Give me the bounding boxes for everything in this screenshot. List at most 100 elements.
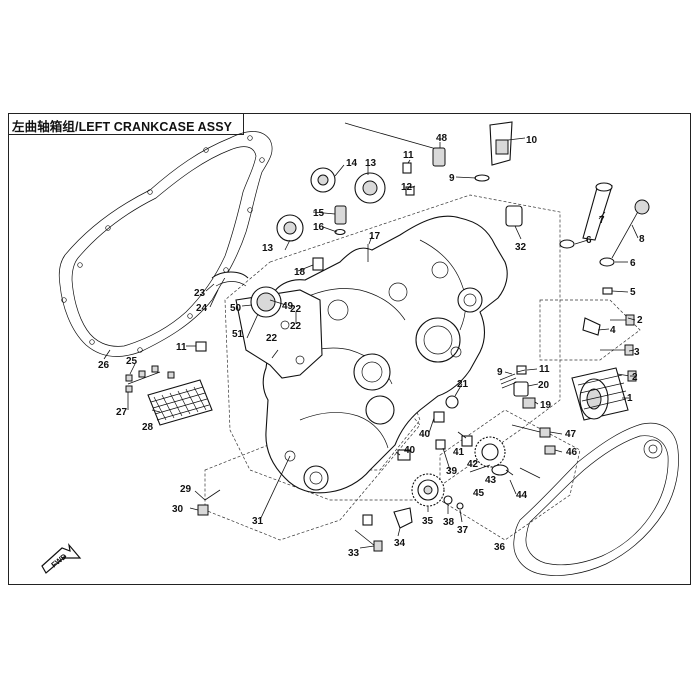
gasket-hole (61, 297, 67, 303)
cover-gasket-36-inner (525, 435, 669, 566)
callout-20: 20 (538, 380, 550, 391)
callout-33: 33 (348, 548, 360, 559)
bolt-29 (204, 489, 221, 501)
strainer-knob-8 (634, 199, 650, 215)
callout-16: 16 (313, 222, 325, 233)
crankcase-rib (299, 412, 389, 449)
callout-15: 15 (313, 208, 325, 219)
crankcase-bore-inner (361, 361, 383, 383)
gasket-hole (247, 207, 253, 213)
gasket-hole (203, 147, 209, 153)
crankcase-bore (353, 353, 391, 391)
assembly-outline (439, 409, 581, 541)
callout-2b: 2 (632, 372, 638, 383)
crankcase-rib (299, 288, 406, 321)
crankcase-boss (431, 261, 449, 279)
screw-bar-27 (127, 371, 161, 385)
callout-11b: 11 (176, 342, 187, 353)
callout-28: 28 (142, 422, 154, 433)
washer-38 (443, 495, 453, 505)
gasket-hole (187, 313, 193, 319)
gear-35 (411, 473, 445, 507)
callout-3: 3 (634, 347, 640, 358)
callout-30: 30 (172, 504, 184, 515)
callout-9a: 9 (449, 173, 455, 184)
title-box: 左曲轴箱组/LEFT CRANKCASE ASSY (8, 113, 244, 135)
strainer-sleeve-7 (582, 185, 613, 241)
dowel-33 (362, 514, 373, 526)
oil-filter-1 (571, 367, 629, 421)
bolt-5 (602, 287, 613, 295)
crankcase-bore (415, 317, 461, 363)
crankcase-bore (457, 287, 483, 313)
callout-13a: 13 (365, 158, 377, 169)
gasket-hole (105, 225, 111, 231)
screen-filter-28 (147, 379, 213, 426)
gasket-hole (89, 339, 95, 345)
cover-gasket-36 (513, 422, 679, 576)
callout-24: 24 (196, 303, 208, 314)
bearing-13-upper (354, 172, 386, 204)
callout-27: 27 (116, 407, 128, 418)
spring-9 (499, 373, 518, 389)
callout-23: 23 (194, 288, 206, 299)
callout-35: 35 (422, 516, 434, 527)
callout-36: 36 (494, 542, 506, 553)
callout-13b: 13 (262, 243, 274, 254)
pin-18 (312, 257, 324, 271)
callout-39: 39 (446, 466, 458, 477)
dipstick-rod (344, 122, 441, 151)
dowel-11-left (195, 341, 207, 352)
cap-32 (505, 205, 523, 227)
callout-37: 37 (457, 525, 469, 536)
diagram-frame (8, 113, 691, 585)
callout-22c: 22 (266, 333, 278, 344)
callout-48: 48 (436, 133, 448, 144)
callout-6a: 6 (586, 235, 592, 246)
bolt-2-upper-head (625, 314, 635, 326)
strainer-rod-8 (611, 207, 641, 259)
crankcase-boss (284, 450, 296, 462)
callout-7: 7 (599, 215, 605, 226)
crankcase-bore (303, 465, 329, 491)
callout-40b: 40 (404, 445, 416, 456)
bracket-34 (393, 507, 413, 529)
plate-hole (295, 355, 305, 365)
shaft-44 (519, 467, 541, 479)
callout-labels: 1 2 2 3 4 5 6 6 7 8 9 9 10 11 11 11 12 1… (98, 133, 645, 559)
gasket-hole (259, 157, 265, 163)
thrust-24 (215, 281, 247, 287)
assembly-outline (539, 299, 641, 361)
fitting-4 (582, 317, 601, 336)
callout-42: 42 (467, 459, 479, 470)
crankcase-bore-inner (309, 471, 323, 485)
gasket-boss (648, 444, 658, 454)
bearing-13-lower (276, 214, 304, 242)
callout-44: 44 (516, 490, 528, 501)
callout-9b: 9 (497, 367, 503, 378)
bolt-3-head (624, 344, 634, 356)
callout-40a: 40 (419, 429, 431, 440)
crankcase-body-31 (262, 215, 508, 494)
bolt-47-head (539, 427, 551, 438)
bolt-47 (511, 424, 541, 433)
callout-34: 34 (394, 538, 406, 549)
plate-hole (280, 320, 290, 330)
bearing-14 (310, 167, 336, 193)
fwd-arrow-icon (41, 542, 82, 574)
callout-19: 19 (540, 400, 552, 411)
bolt-33 (354, 529, 376, 547)
leader-lines (103, 137, 639, 549)
callout-49: 49 (282, 301, 294, 312)
plug-19 (522, 397, 536, 409)
thrust-23 (211, 271, 249, 279)
strainer-sleeve-7-rim (595, 182, 613, 192)
callout-5: 5 (630, 287, 636, 298)
callout-32: 32 (515, 242, 527, 253)
valve-20 (513, 381, 529, 397)
diagram-title: 左曲轴箱组/LEFT CRANKCASE ASSY (12, 120, 233, 134)
callout-25: 25 (126, 356, 138, 367)
dowel-11-top (402, 162, 412, 174)
bolt-46 (544, 445, 556, 455)
